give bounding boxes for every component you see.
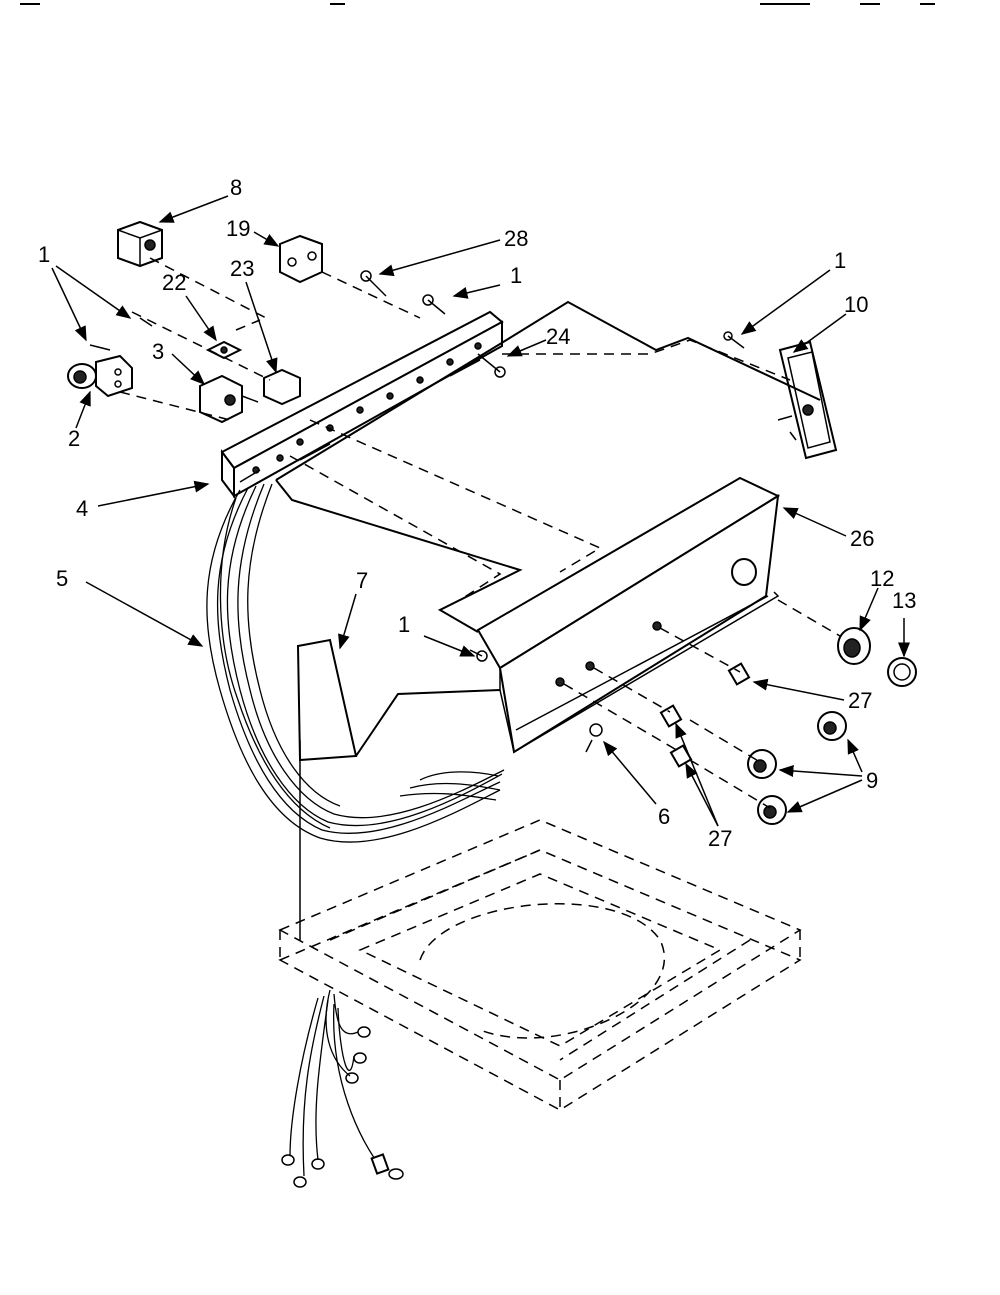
callout-1: 1 — [834, 248, 846, 273]
part-1-screws-top — [89, 294, 446, 351]
part-19-bracket — [279, 234, 323, 284]
callout-8: 8 — [230, 175, 242, 200]
part-23-bracket — [263, 368, 301, 406]
lower-wire-leads — [281, 989, 404, 1188]
callout-22: 22 — [162, 270, 186, 295]
callout-24: 24 — [546, 324, 570, 349]
callout-6: 6 — [658, 804, 670, 829]
callout-1: 1 — [510, 263, 522, 288]
callout-23: 23 — [230, 256, 254, 281]
part-10-panel — [777, 340, 838, 460]
part-22-clip — [205, 340, 243, 360]
explode-lines — [119, 257, 841, 809]
callout-3: 3 — [152, 339, 164, 364]
part-2-control — [67, 354, 133, 398]
part-24-screw — [477, 353, 506, 378]
callout-27: 27 — [708, 826, 732, 851]
callout-28: 28 — [504, 226, 528, 251]
callout-labels: 8 19 28 1 23 22 1 3 24 2 4 5 7 1 10 26 1… — [38, 175, 916, 851]
part-3-switch — [199, 374, 259, 424]
callout-19: 19 — [226, 216, 250, 241]
callout-26: 26 — [850, 526, 874, 551]
part-28-screw — [360, 270, 387, 297]
callout-2: 2 — [68, 426, 80, 451]
part-5-wire-harness — [206, 483, 505, 940]
callout-1: 1 — [398, 612, 410, 637]
callout-1: 1 — [38, 242, 50, 267]
callout-10: 10 — [844, 292, 868, 317]
part-9-knobs — [747, 711, 847, 825]
part-8-box — [117, 220, 163, 268]
part-27-clips — [659, 662, 751, 768]
callout-5: 5 — [56, 566, 68, 591]
callout-12: 12 — [870, 566, 894, 591]
part-7-plate — [296, 638, 501, 762]
callout-13: 13 — [892, 588, 916, 613]
callout-4: 4 — [76, 496, 88, 521]
callout-9: 9 — [866, 768, 878, 793]
cabinet-frame-dashed — [278, 819, 802, 1111]
leader-arrows — [51, 195, 910, 827]
callout-27: 27 — [848, 688, 872, 713]
part-4-mounting-bar — [220, 310, 504, 499]
part-6-screw — [585, 723, 603, 753]
part-1-screw-panel — [723, 331, 745, 349]
callout-7: 7 — [356, 568, 368, 593]
part-12-13-knob — [837, 627, 917, 687]
